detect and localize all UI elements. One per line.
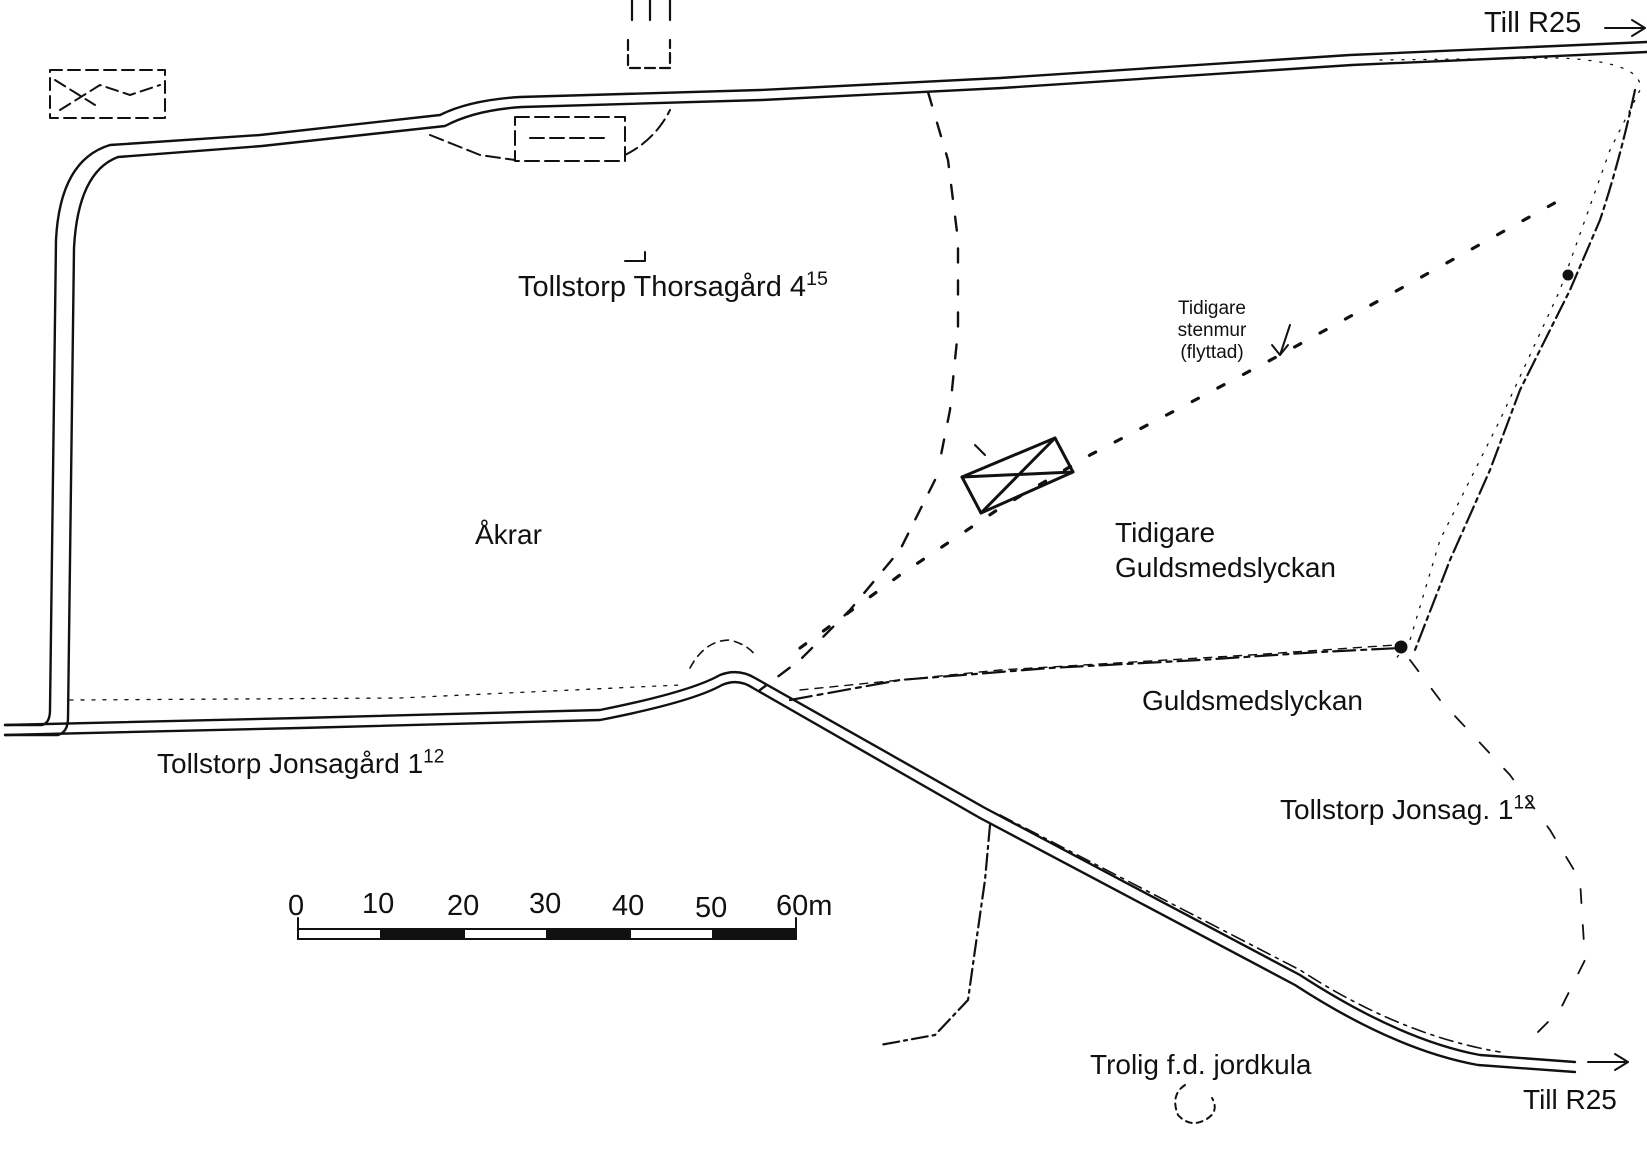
scale-tick-0: 0	[288, 890, 305, 922]
thorsagard-sup: 15	[806, 268, 828, 291]
label-tidigare-guldsmedslyckan: Tidigare Guldsmedslyckan	[1115, 515, 1336, 585]
foundation-north	[429, 109, 671, 162]
arrow-till-r25-bottom	[1587, 1053, 1629, 1071]
stenmur-line-1: Tidigare	[1178, 298, 1246, 319]
boundary-guldsmedslyckan-2	[799, 644, 1396, 691]
label-tollstorp-jonsag: Tollstorp Jonsag. 112	[1280, 792, 1535, 826]
arrow-till-r25-top	[1604, 19, 1646, 37]
hump-dashed	[689, 639, 756, 669]
fence-west	[878, 823, 992, 1047]
building-remains-nw	[49, 69, 166, 119]
road-north	[3, 40, 1647, 737]
arrow-stenmur	[1271, 324, 1291, 356]
tidigare-guld-line-2: Guldsmedslyckan	[1115, 552, 1336, 583]
north-entrance	[626, 0, 672, 70]
thorsagard-name: Tollstorp Thorsagård 4	[518, 271, 807, 303]
scale-tick-20: 20	[447, 890, 480, 922]
road-edge-dashed	[999, 814, 1501, 1053]
scale-tick-40: 40	[612, 890, 645, 922]
label-tollstorp-thorsagard: Tollstorp Thorsagård 415	[518, 269, 828, 304]
road-south	[3, 670, 1577, 1074]
jonsagard-sup: 12	[423, 746, 445, 768]
scale-tick-50: 50	[695, 892, 728, 924]
label-former-stone-wall: Tidigare stenmur (flyttad)	[1162, 298, 1262, 364]
jordkula-outline	[1174, 1084, 1216, 1125]
field-boundary-south	[69, 684, 681, 701]
path-northern	[926, 90, 960, 472]
stenmur-line-3: (flyttad)	[1180, 341, 1244, 363]
label-till-r25-top: Till R25	[1484, 7, 1582, 39]
boundary-guldsmedslyckan	[788, 646, 1402, 702]
path-southeast	[1409, 659, 1586, 1036]
jonsag-sup: 12	[1513, 792, 1535, 814]
scale-tick-30: 30	[529, 888, 562, 920]
marker-thorsagard	[624, 251, 646, 262]
jonsag-name: Tollstorp Jonsag. 1	[1280, 794, 1514, 825]
label-guldsmedslyckan: Guldsmedslyckan	[1142, 685, 1363, 716]
label-akrar: Åkrar	[475, 519, 542, 550]
stone-east	[1562, 269, 1574, 281]
boundary-east	[1379, 57, 1641, 661]
stenmur-line-2: stenmur	[1177, 319, 1247, 341]
building-cross	[960, 436, 1075, 515]
corner-stone	[1394, 640, 1408, 654]
scale-tick-60m: 60m	[776, 890, 833, 922]
label-tollstorp-jonsagard: Tollstorp Jonsagård 112	[157, 746, 445, 780]
label-jordkula: Trolig f.d. jordkula	[1090, 1049, 1312, 1080]
scale-bar	[297, 917, 797, 940]
scale-tick-10: 10	[362, 888, 395, 920]
label-till-r25-bottom: Till R25	[1523, 1084, 1617, 1115]
path-diagonal	[758, 478, 937, 692]
jonsagard-name: Tollstorp Jonsagård 1	[157, 748, 424, 779]
tidigare-guld-line-1: Tidigare	[1115, 517, 1216, 548]
